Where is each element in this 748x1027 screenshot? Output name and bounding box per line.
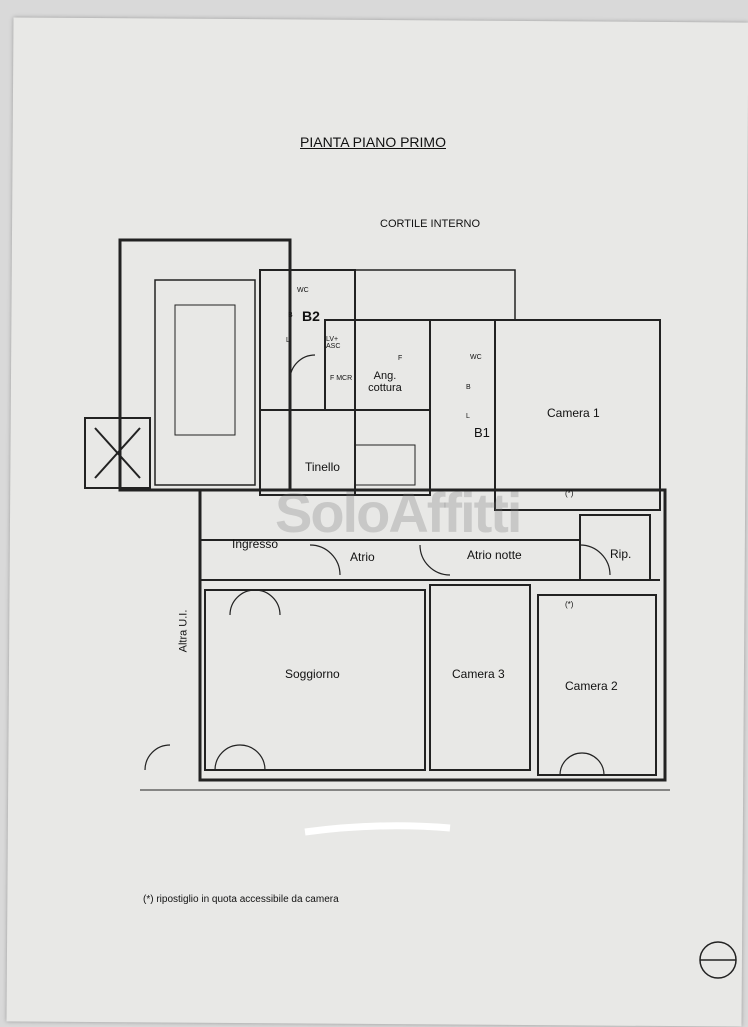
bidet-b2: B xyxy=(288,312,293,319)
room-atrio-notte: Atrio notte xyxy=(467,548,522,562)
stairwell-wall xyxy=(118,238,292,492)
asterisk-upper: (*) xyxy=(565,489,574,498)
courtyard-label: CORTILE INTERNO xyxy=(380,218,481,230)
lv-asc-label: LV+ ASC xyxy=(326,336,341,350)
sink-b1: L xyxy=(466,413,470,420)
bidet-b1: B xyxy=(466,384,471,391)
room-atrio: Atrio xyxy=(350,550,375,564)
fridge-label: F xyxy=(398,355,403,362)
wc-b2: WC xyxy=(297,287,309,294)
room-ingresso: Ingresso xyxy=(232,537,279,551)
fmcr-label: F MCR xyxy=(330,375,353,382)
bathroom-b1-wall xyxy=(429,319,496,491)
camera3-wall xyxy=(429,584,531,771)
rip-wall xyxy=(579,514,651,581)
room-b2: B2 xyxy=(302,308,320,324)
room-tinello: Tinello xyxy=(305,460,340,474)
plan-title: PIANTA PIANO PRIMO xyxy=(300,134,446,150)
room-soggiorno: Soggiorno xyxy=(285,667,340,681)
camera2-wall xyxy=(537,594,657,776)
room-kitchen: Ang. cottura xyxy=(368,370,402,394)
elevator xyxy=(84,417,151,489)
soggiorno-wall xyxy=(204,589,426,771)
room-camera1: Camera 1 xyxy=(547,406,600,420)
room-rip: Rip. xyxy=(610,547,632,561)
room-camera2: Camera 2 xyxy=(565,679,618,693)
footnote: (*) ripostiglio in quota accessibile da … xyxy=(143,894,339,905)
room-b1: B1 xyxy=(474,425,490,440)
watermark: SoloAffitti xyxy=(275,481,522,544)
asterisk-lower: (*) xyxy=(565,600,574,609)
other-unit-label: Altra U.I. xyxy=(177,609,190,653)
kitchen-wall xyxy=(324,319,431,411)
camera1-wall xyxy=(494,319,661,511)
wc-b1: WC xyxy=(470,354,482,361)
room-camera3: Camera 3 xyxy=(452,667,505,681)
tinello-wall xyxy=(259,409,431,496)
sink-b2: L xyxy=(286,337,290,344)
